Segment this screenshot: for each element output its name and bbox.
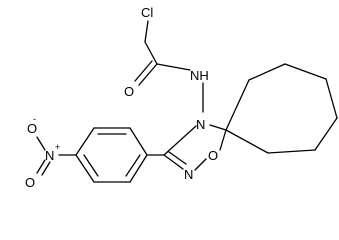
bond-ar-4 <box>75 154 95 183</box>
bond-nitro-o-double-1 <box>36 159 46 174</box>
charge-plus: + <box>55 142 60 152</box>
bond-carbonyl-o-1 <box>138 63 158 86</box>
bond-nitro-o-double-2 <box>41 161 51 176</box>
charge-minus: - <box>33 114 36 124</box>
bond-n2-c3-2 <box>168 151 187 165</box>
bond-nitro-o-minus <box>36 136 46 151</box>
bond-carbonyl-o-2 <box>134 60 153 82</box>
bond-ar-3 <box>75 127 95 156</box>
atom-n4: N <box>196 117 205 132</box>
bond-cyc-3 <box>314 117 338 151</box>
bond-carbonyl-nh <box>156 63 191 71</box>
bond-cyc-1 <box>225 129 269 154</box>
bond-cyc-7 <box>225 79 250 131</box>
bond-n2-c3-1 <box>163 154 184 170</box>
atom-amide-nh: NH <box>190 68 209 83</box>
structure-drawing: Cl O NH N N O N + O - O <box>25 5 338 190</box>
bond-cyc-4 <box>325 78 338 119</box>
atom-nitro-o-double: O <box>25 175 35 190</box>
bond-spiro-o1 <box>219 129 227 151</box>
atom-nitro-o-minus: O <box>27 121 37 136</box>
bond-n4-spiro <box>209 124 227 131</box>
atom-carbonyl-o: O <box>124 84 134 99</box>
bond-ch2-carbonyl <box>144 41 158 65</box>
atom-n2: N <box>184 167 193 182</box>
bond-o1-n2 <box>194 158 207 171</box>
bond-c3-n4 <box>163 125 197 156</box>
atom-nitro-n: N <box>45 148 54 163</box>
molecule-diagram: Cl O NH N N O N + O - O <box>25 5 338 190</box>
bond-cyc-5 <box>284 63 327 80</box>
bond-ar-6 <box>129 154 148 183</box>
bond-ar-inner-2 <box>83 154 99 177</box>
bond-ar-inner-3 <box>125 154 141 177</box>
bond-cl-ch2 <box>144 20 149 43</box>
bond-cyc-2 <box>267 149 316 154</box>
atom-cl: Cl <box>141 5 153 20</box>
bond-cyc-6 <box>248 63 286 81</box>
atom-o1: O <box>208 148 218 163</box>
bond-ar-1 <box>129 127 148 156</box>
